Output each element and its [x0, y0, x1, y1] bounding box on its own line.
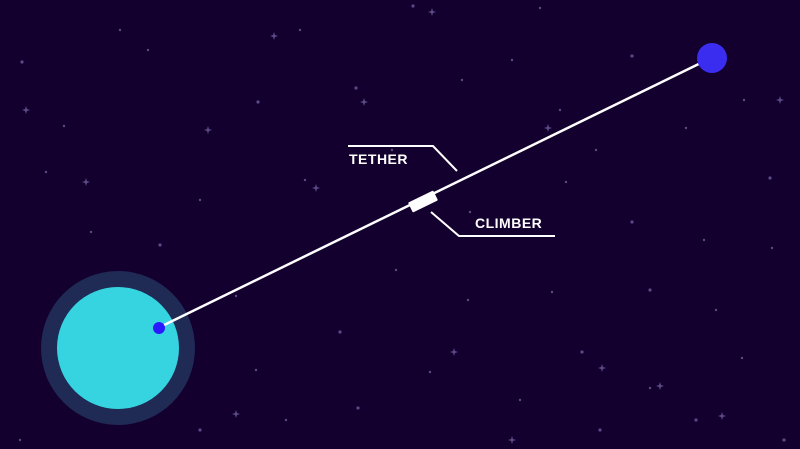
anchor-station-icon [153, 322, 165, 334]
climber-label: CLIMBER [475, 215, 542, 231]
tether-callout-line [348, 145, 458, 172]
star-dot [714, 308, 718, 312]
star-dot [256, 100, 260, 104]
star-dot [782, 438, 786, 442]
star-twinkle-icon [718, 412, 726, 420]
star-dot [598, 428, 602, 432]
starfield [18, 4, 786, 444]
star-dot [550, 290, 554, 294]
star-dot [354, 86, 358, 90]
star-twinkle-icon [232, 410, 240, 418]
star-twinkle-icon [82, 178, 90, 186]
star-dot [742, 98, 746, 102]
star-twinkle-icon [544, 124, 552, 132]
star-dot [770, 246, 774, 250]
star-dot [118, 28, 122, 32]
star-dot [198, 198, 202, 202]
star-dot [702, 238, 706, 242]
star-dot [18, 438, 22, 442]
star-dot [303, 178, 307, 182]
star-dot [390, 148, 394, 152]
star-dot [460, 78, 464, 82]
star-dot [44, 170, 48, 174]
tether-line [158, 56, 713, 329]
star-dot [630, 54, 634, 58]
star-twinkle-icon [508, 436, 516, 444]
star-dot [630, 220, 634, 224]
star-dot [338, 330, 342, 334]
star-twinkle-icon [22, 106, 30, 114]
star-dot [234, 294, 238, 298]
star-dot [564, 180, 568, 184]
star-twinkle-icon [598, 364, 606, 372]
star-dot [518, 398, 522, 402]
counterweight-icon [697, 43, 727, 73]
star-dot [356, 406, 360, 410]
star-dot [89, 230, 93, 234]
star-dot [284, 418, 288, 422]
star-dot [146, 48, 150, 52]
star-dot [594, 148, 598, 152]
tether-label: TETHER [349, 151, 408, 167]
star-twinkle-icon [312, 184, 320, 192]
star-dot [411, 4, 415, 8]
star-twinkle-icon [656, 382, 664, 390]
star-dot [466, 298, 470, 302]
star-dot [740, 356, 744, 360]
star-twinkle-icon [360, 98, 368, 106]
star-dot [394, 268, 398, 272]
star-dot [684, 126, 688, 130]
star-dot [428, 370, 432, 374]
star-twinkle-icon [776, 96, 784, 104]
star-twinkle-icon [450, 348, 458, 356]
star-twinkle-icon [204, 126, 212, 134]
climber-icon [408, 190, 438, 213]
star-dot [694, 418, 698, 422]
star-dot [768, 176, 772, 180]
star-dot [648, 288, 652, 292]
star-dot [510, 58, 514, 62]
star-dot [158, 243, 162, 247]
star-twinkle-icon [270, 32, 278, 40]
star-dot [62, 124, 66, 128]
star-dot [648, 386, 652, 390]
star-dot [580, 350, 584, 354]
star-dot [558, 108, 562, 112]
climber-callout-line [430, 211, 555, 237]
star-dot [538, 6, 542, 10]
star-dot [20, 60, 24, 64]
earth-icon [57, 287, 179, 409]
star-dot [198, 428, 202, 432]
star-dot [254, 368, 258, 372]
star-dot [468, 210, 472, 214]
star-twinkle-icon [428, 8, 436, 16]
star-dot [298, 28, 302, 32]
